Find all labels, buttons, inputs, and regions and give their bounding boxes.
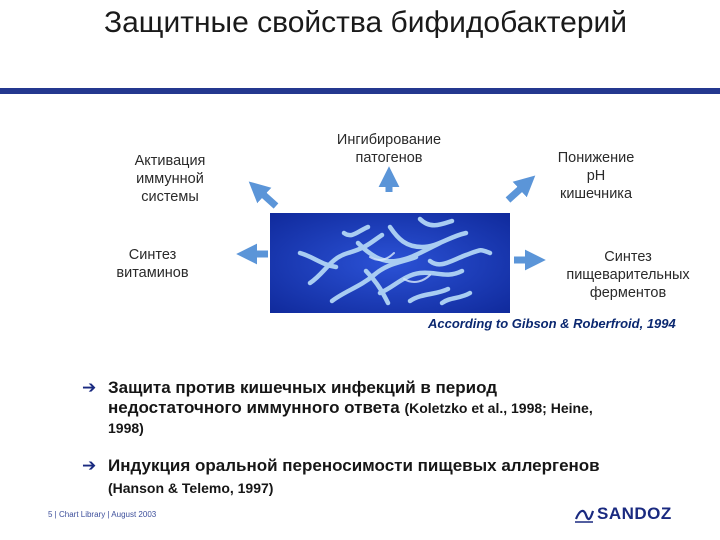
arrow-up-right-icon — [505, 175, 536, 203]
bifidobacteria-micrograph — [270, 213, 510, 313]
slide-footer: 5 | Chart Library | August 2003 — [48, 510, 157, 519]
title-divider — [0, 88, 720, 94]
arrow-up-left-icon — [248, 181, 279, 209]
bullet-infection-protection: ➔Защита против кишечных инфекций в перио… — [82, 378, 593, 436]
slide-title: Защитные свойства бифидобактерий — [104, 6, 628, 39]
sandoz-logo: SANDOZ — [574, 503, 672, 525]
sandoz-emblem-icon — [574, 509, 594, 523]
bullet-arrow-icon: ➔ — [82, 378, 97, 397]
citation: According to Gibson & Roberfroid, 1994 — [428, 316, 676, 331]
bullet-arrow-icon: ➔ — [82, 456, 97, 475]
bullet-allergen-tolerance: ➔Индукция оральной переносимости пищевых… — [82, 456, 600, 496]
brand-wordmark: SANDOZ — [597, 504, 672, 523]
